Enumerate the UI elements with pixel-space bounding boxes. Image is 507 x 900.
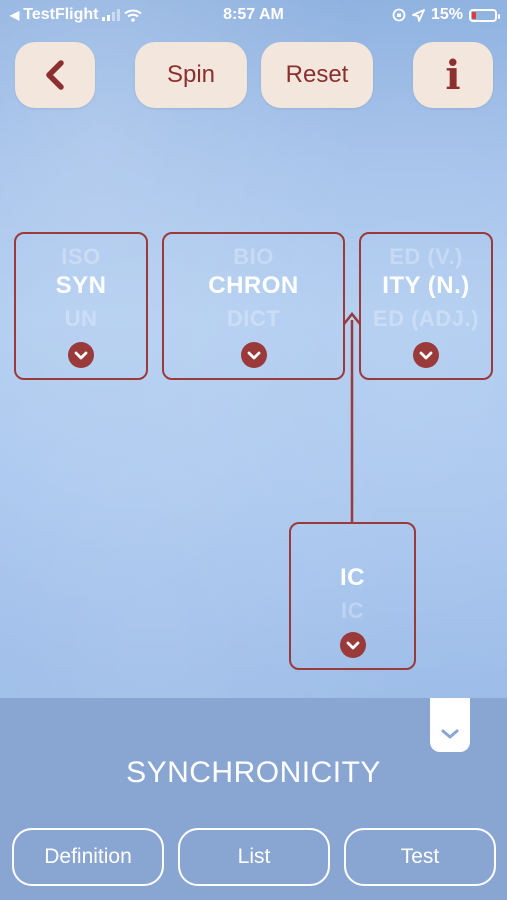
root-prev-option: BIO — [233, 244, 274, 269]
chevron-down-icon[interactable] — [240, 342, 267, 368]
suffix-current: ITY (N.) — [382, 272, 470, 299]
root-current: CHRON — [208, 272, 299, 299]
prefix-picker[interactable]: ISO SYN UN — [14, 232, 148, 380]
suffix-next-option: ED (ADJ.) — [373, 306, 479, 331]
location-icon — [412, 8, 425, 22]
signal-icon — [102, 9, 121, 21]
prefix-prev-option: ISO — [61, 244, 101, 269]
list-button[interactable]: List — [178, 828, 330, 886]
status-time: 8:57 AM — [223, 6, 284, 23]
back-triangle-icon: ◀ — [10, 8, 20, 22]
chevron-down-icon[interactable] — [413, 342, 439, 368]
inner-suffix-picker[interactable]: IC IC — [289, 522, 416, 670]
root-next-option: DICT — [226, 306, 281, 331]
info-button[interactable]: i — [413, 42, 493, 108]
battery-percent: 15% — [430, 6, 463, 23]
wifi-icon — [124, 9, 143, 22]
battery-icon — [469, 8, 500, 22]
back-button[interactable] — [15, 42, 95, 108]
chevron-down-icon[interactable] — [339, 632, 366, 658]
spin-button[interactable]: Spin — [135, 42, 247, 108]
status-bar: ◀ TestFlight 8:57 AM 15% — [0, 0, 507, 30]
suffix-prev-option: ED (V.) — [389, 244, 463, 269]
chevron-left-icon — [46, 60, 64, 90]
back-to-app[interactable]: ◀ TestFlight — [10, 6, 143, 24]
chevron-down-icon[interactable] — [68, 342, 94, 368]
reset-button[interactable]: Reset — [261, 42, 373, 108]
root-picker[interactable]: BIO CHRON DICT — [162, 232, 345, 380]
test-button[interactable]: Test — [344, 828, 496, 886]
suffix-picker[interactable]: ED (V.) ITY (N.) ED (ADJ.) — [359, 232, 493, 380]
inner-suffix-next-option: IC — [341, 598, 364, 623]
orientation-lock-icon — [392, 8, 406, 22]
chevron-down-icon — [441, 729, 459, 739]
result-word: SYNCHRONICITY — [126, 756, 381, 789]
info-icon: i — [445, 51, 461, 99]
bottom-panel — [0, 698, 507, 900]
prefix-current: SYN — [55, 272, 107, 299]
inner-suffix-current: IC — [340, 564, 365, 591]
panel-toggle[interactable] — [430, 698, 470, 752]
back-app-label: TestFlight — [23, 6, 99, 23]
prefix-next-option: UN — [64, 306, 98, 331]
definition-button[interactable]: Definition — [12, 828, 164, 886]
